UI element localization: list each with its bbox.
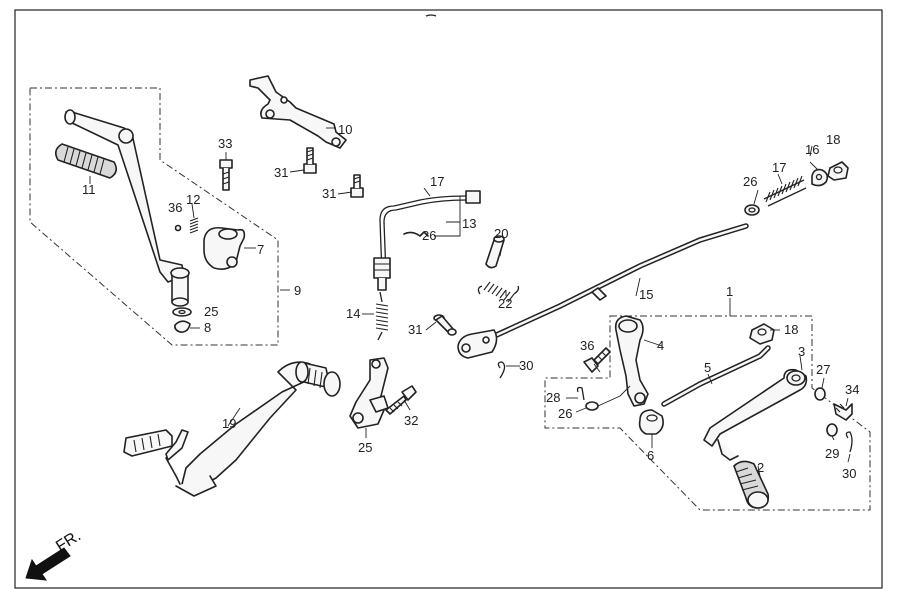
diagram-frame: [14, 9, 883, 589]
callout-7: 7: [257, 242, 264, 257]
callout-27: 27: [816, 362, 830, 377]
spring-17-upper: [763, 175, 807, 207]
callout-32: 32: [404, 413, 418, 428]
callout-31-middle: 31: [322, 186, 336, 201]
callout-26-cable: 26: [422, 228, 436, 243]
callout-25-upper: 25: [204, 304, 218, 319]
gear-shift-pedal-19: [123, 361, 341, 497]
shift-lever-25: [349, 357, 389, 429]
callout-19: 19: [222, 416, 236, 431]
callout-20: 20: [494, 226, 508, 241]
callout-16: 16: [805, 142, 819, 157]
callout-34: 34: [845, 382, 859, 397]
callout-30-lower: 30: [842, 466, 856, 481]
washer-29: [826, 423, 838, 437]
split-pin-28: [576, 386, 585, 401]
brake-pedal-3: [703, 368, 808, 461]
pin-20: [485, 235, 505, 269]
spring-22: [477, 281, 520, 303]
callout-5: 5: [704, 360, 711, 375]
washer-26-upper-hole: [748, 207, 756, 213]
callout-3: 3: [798, 344, 805, 359]
brake-rod-15: [457, 223, 749, 359]
kick-pinch-clamp-7: [203, 226, 246, 270]
kick-starter-group-outline: [29, 87, 279, 346]
callout-18-upper: 18: [826, 132, 840, 147]
callout-9: 9: [294, 283, 301, 298]
washer-27: [814, 387, 826, 401]
callout-26-lower: 26: [558, 406, 572, 421]
front-direction-arrow-icon: [25, 547, 71, 581]
brake-pedal-group-outline: [544, 315, 871, 511]
callout-12: 12: [186, 192, 200, 207]
callout-25-lever: 25: [358, 440, 372, 455]
callout-2: 2: [757, 460, 764, 475]
nut-16: [811, 168, 829, 187]
cotter-pin-30-lower: [845, 431, 853, 453]
callout-1: 1: [726, 284, 733, 299]
adjuster-18-lower: [749, 323, 775, 345]
clip-26-cable: [403, 231, 429, 237]
bolt-32: [385, 385, 417, 415]
washer-25-hole: [178, 309, 186, 315]
switch-spring-14: [375, 291, 389, 341]
callout-26-upper: 26: [743, 174, 757, 189]
callout-4: 4: [657, 338, 664, 353]
callout-14: 14: [346, 306, 360, 321]
callout-17-upper: 17: [772, 160, 786, 175]
callout-30-center: 30: [519, 358, 533, 373]
adjuster-18-upper: [827, 161, 849, 181]
brake-rod-5: [661, 345, 771, 407]
footrest-rubber-2: [733, 460, 770, 509]
callout-10: 10: [338, 122, 352, 137]
circlip-8: [174, 320, 191, 333]
bracket-10: [249, 75, 347, 149]
callout-36-lower: 36: [580, 338, 594, 353]
callout-13: 13: [462, 216, 476, 231]
cotter-pin-30: [497, 361, 506, 379]
callout-29: 29: [825, 446, 839, 461]
washer-25: [172, 307, 192, 317]
callout-28: 28: [546, 390, 560, 405]
callout-11: 11: [82, 182, 96, 197]
callout-36-upper: 36: [168, 200, 182, 215]
kick-starter-grip: [54, 143, 118, 179]
callout-8: 8: [204, 320, 211, 335]
callout-6: 6: [647, 448, 654, 463]
callout-18-lower: 18: [784, 322, 798, 337]
bolt-31-upper: [303, 147, 317, 174]
kick-starter-arm: [64, 109, 190, 307]
brake-light-switch-13: [373, 190, 481, 291]
bolt-31-rod-end: [433, 314, 457, 336]
bolt-31-middle: [350, 174, 364, 198]
callout-15: 15: [639, 287, 653, 302]
bolt-33: [219, 159, 233, 191]
callout-31-rod: 31: [408, 322, 422, 337]
spring-12: [189, 217, 199, 234]
bolt-36-lower: [583, 347, 611, 373]
clevis-6: [638, 409, 664, 435]
callout-22: 22: [498, 296, 512, 311]
callout-31-upper: 31: [274, 165, 288, 180]
brake-arm-4: [614, 315, 649, 407]
callout-33: 33: [218, 136, 232, 151]
ball-36: [174, 224, 182, 232]
front-direction-label: FR.: [53, 527, 84, 555]
washer-26-lower: [585, 401, 599, 411]
callout-17-cable: 17: [430, 174, 444, 189]
washer-26-upper: [744, 204, 760, 216]
bolt-34: [833, 403, 853, 421]
